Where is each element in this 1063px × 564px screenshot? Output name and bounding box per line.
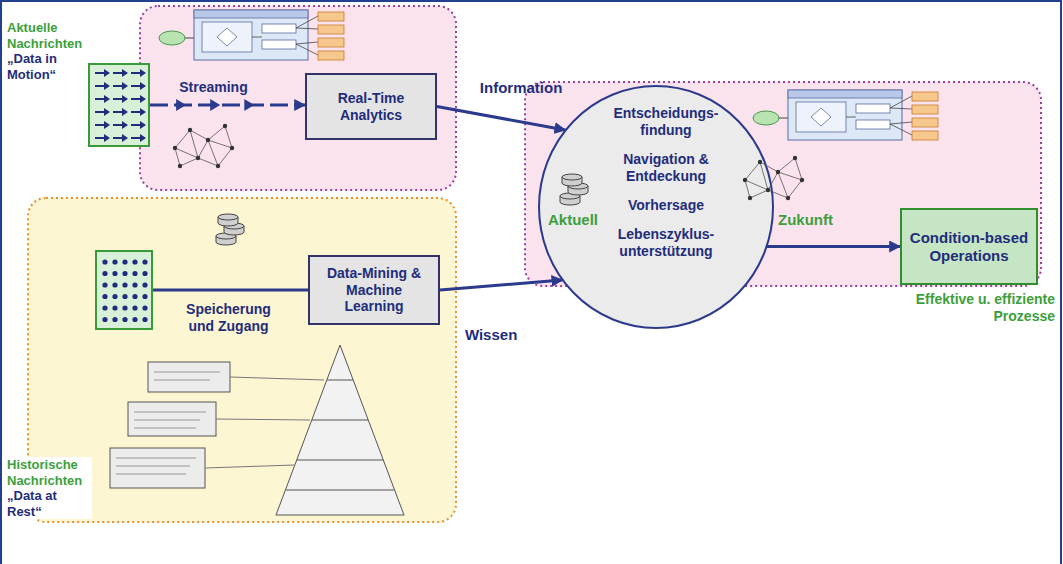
analysis-circle: Entscheidungs- findungNavigation & Entde… — [538, 85, 774, 329]
box-label: Data-Mining & Machine Learning — [316, 265, 432, 315]
box-label: Real-Time Analytics — [313, 90, 429, 124]
box-label: Condition-based Operations — [908, 229, 1030, 265]
network-graph — [173, 124, 234, 168]
heading-group: Aktuelle Nachrichten„Data in Motion“ — [7, 20, 89, 82]
stream-arrowhead — [210, 99, 220, 111]
edge-label: Streaming — [169, 79, 259, 96]
heading-group: Historische Nachrichten„Data at Rest“ — [7, 457, 92, 519]
circle-item: Vorhersage — [601, 197, 731, 214]
process-box: Real-Time Analytics — [305, 73, 437, 140]
edge-label: Speicherung und Zugang — [179, 301, 279, 335]
source-heading: Aktuelle Nachrichten — [7, 20, 89, 51]
rest-region — [28, 198, 456, 522]
circle-item: Entscheidungs- findung — [601, 105, 731, 139]
network-graph — [743, 156, 804, 200]
flow-connector — [153, 289, 308, 292]
flow-connector — [150, 104, 305, 107]
stream-source-box: Aktuelle Nachrichten„Data in Motion“ — [88, 63, 150, 147]
source-heading: „Data in Motion“ — [7, 51, 89, 82]
result-box: Condition-based Operations — [900, 208, 1038, 285]
circle-item: Navigation & Entdeckung — [601, 151, 731, 185]
time-label: Aktuell — [548, 211, 610, 229]
stream-arrowhead — [244, 99, 254, 111]
source-heading: „Data at Rest“ — [7, 488, 92, 519]
source-heading: Historische Nachrichten — [7, 457, 92, 488]
process-box: Data-Mining & Machine Learning — [308, 255, 440, 325]
time-label: Zukunft — [778, 211, 848, 229]
flow-connector — [767, 245, 900, 248]
edge-label: Information — [461, 79, 581, 97]
broker-illustration — [159, 10, 344, 60]
edge-label: Wissen — [451, 326, 531, 344]
motion-region — [140, 6, 456, 190]
data-dots-pattern — [97, 252, 151, 328]
database-icon — [216, 214, 244, 245]
stream-arrowhead — [176, 99, 186, 111]
circle-text-column: Entscheidungs- findungNavigation & Entde… — [601, 105, 731, 260]
broker-illustration — [753, 90, 938, 140]
stream-arrows-pattern — [90, 65, 148, 145]
flow-connector — [437, 107, 565, 131]
knowledge-pyramid — [110, 345, 404, 515]
circle-item: Lebenszyklus- unterstützung — [601, 226, 731, 260]
outcome-note: Effektive u. effiziente Prozesse — [885, 291, 1055, 325]
flow-connector — [440, 280, 562, 290]
database-icon — [560, 174, 588, 205]
storage-source-box: Historische Nachrichten„Data at Rest“ — [95, 250, 153, 330]
